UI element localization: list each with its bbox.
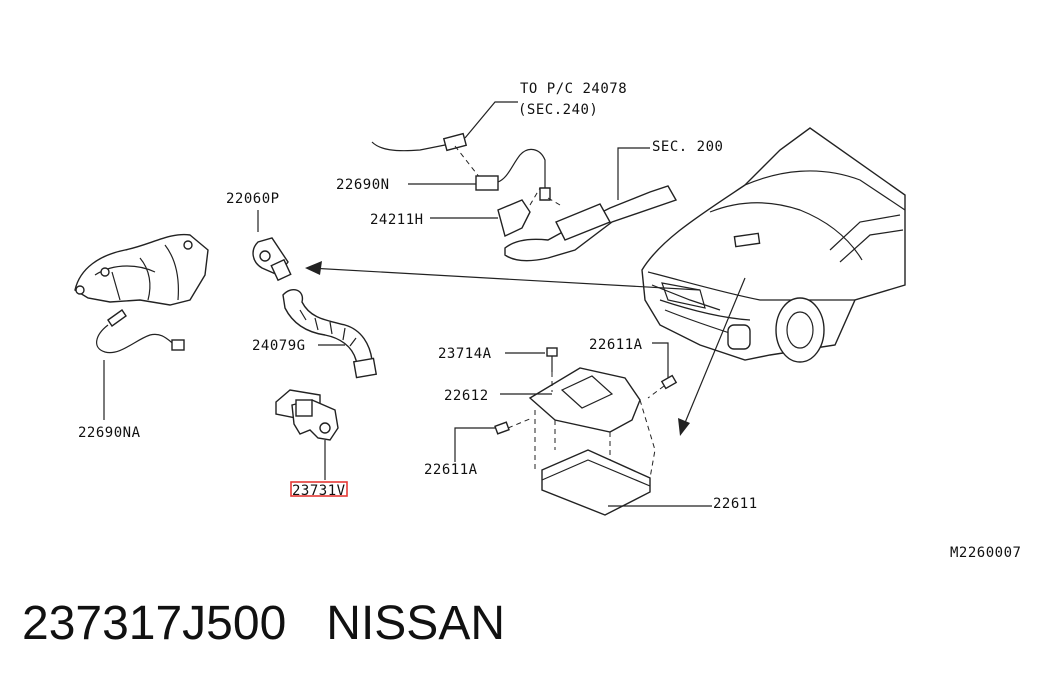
label-22611A-left[interactable]: 22611A [424, 462, 478, 478]
highlight-box-23731V[interactable] [290, 481, 348, 497]
label-22690N[interactable]: 22690N [336, 177, 390, 193]
sensor-23731V [275, 389, 339, 480]
label-sec200[interactable]: SEC. 200 [652, 139, 723, 155]
label-23731V[interactable]: 23731V [292, 483, 346, 499]
label-22611[interactable]: 22611 [713, 496, 758, 512]
diagram-code: M2260007 [950, 545, 1021, 561]
brand-name: NISSAN [326, 597, 505, 650]
label-24211H[interactable]: 24211H [370, 212, 424, 228]
bolt-23714A [505, 347, 558, 392]
exhaust-manifold [74, 233, 209, 306]
knock-sensor-22060P [252, 210, 292, 282]
o2-sensor-22690N [371, 101, 551, 201]
o2-sensor-22690NA [96, 309, 185, 420]
label-22612[interactable]: 22612 [444, 388, 489, 404]
label-22690NA[interactable]: 22690NA [78, 425, 141, 441]
bolt-22611A-top [647, 342, 678, 399]
label-to-pc: TO P/C 24078 [520, 81, 627, 97]
arrow-to-ecm [678, 277, 746, 436]
label-23714A[interactable]: 23714A [438, 346, 492, 362]
bolt-22611A-left [454, 417, 533, 462]
car-illustration [641, 127, 906, 363]
label-24079G[interactable]: 24079G [252, 338, 306, 354]
label-sec240: (SEC.240) [518, 102, 598, 118]
harness-24079G [282, 288, 378, 379]
label-22060P[interactable]: 22060P [226, 191, 280, 207]
part-number: 237317J500 [22, 597, 287, 650]
arrow-to-knock-sensor [305, 261, 701, 291]
exhaust-pipe-24211H [430, 147, 678, 262]
label-22611A-top[interactable]: 22611A [589, 337, 643, 353]
footer-caption: 237317J500 NISSAN [22, 596, 505, 651]
ecm-module-22611 [528, 367, 712, 516]
